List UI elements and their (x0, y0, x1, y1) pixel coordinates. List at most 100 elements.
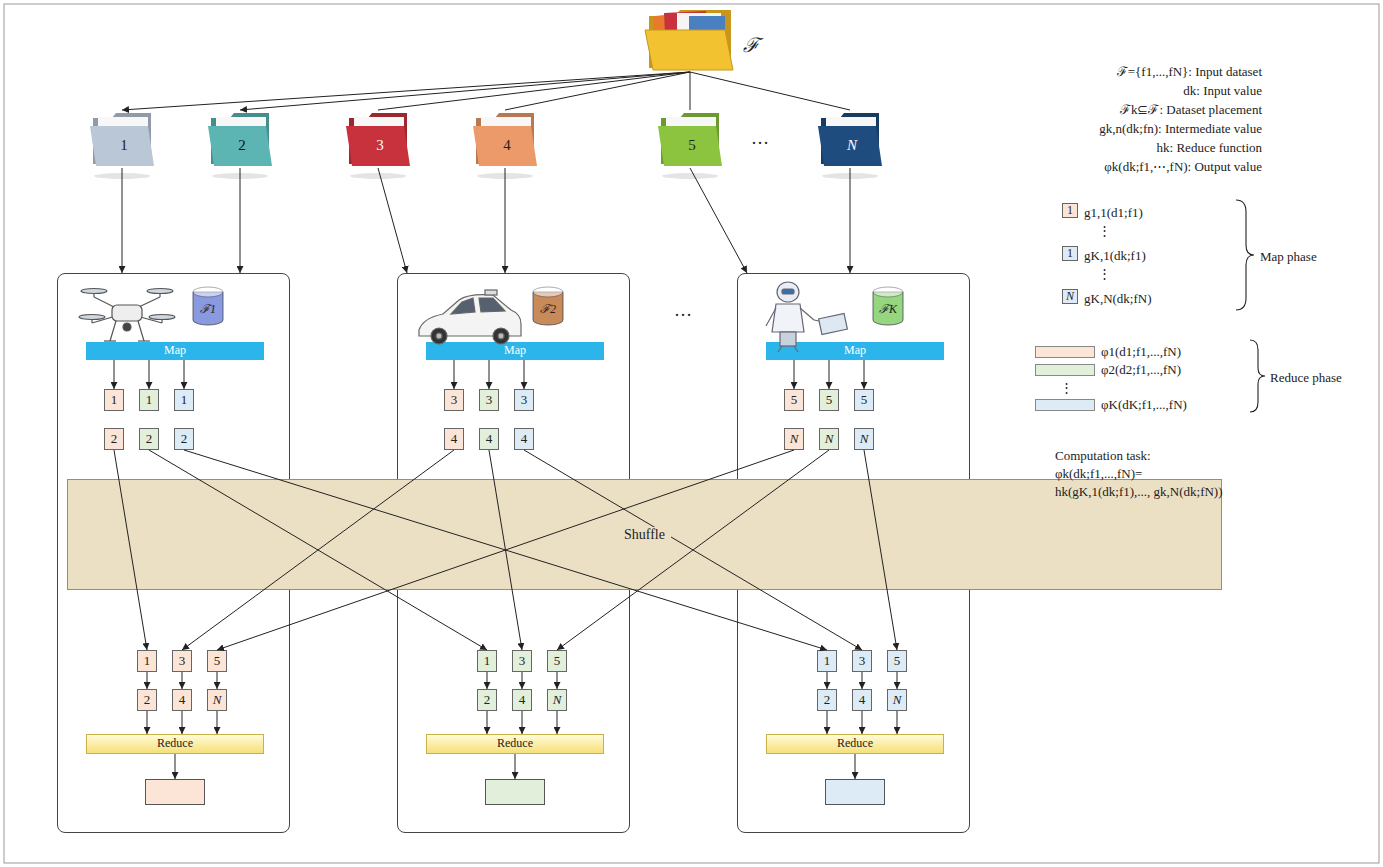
connector (122, 168, 123, 273)
label-box: gk,n(dk;fn): Intermediate value (1099, 119, 1262, 137)
connector (182, 450, 454, 650)
label-box: Computation task: (1055, 446, 1151, 464)
connector (690, 72, 850, 110)
value-box: 4 (172, 689, 192, 711)
ellipsis: … (674, 300, 692, 320)
dataset-cylinder: ℱK (872, 286, 904, 326)
connector (217, 711, 218, 734)
connector (827, 711, 828, 734)
annotation-text: hk: Reduce function (1157, 140, 1262, 155)
value-box: 5 (207, 650, 227, 672)
node-label: 2 (146, 432, 153, 446)
legend-swatch (1035, 364, 1095, 376)
annotation-text: ⋮ (1098, 266, 1111, 281)
legend-swatch (1035, 399, 1095, 411)
node-label: 5 (861, 393, 868, 407)
connector (897, 711, 898, 734)
connector (864, 450, 897, 650)
connector (217, 450, 794, 650)
value-box: 1 (139, 389, 159, 411)
value-box: 2 (137, 689, 157, 711)
connector (184, 360, 185, 389)
map-bar: Map (86, 342, 264, 360)
value-box: 5 (887, 650, 907, 672)
value-box: 5 (547, 650, 567, 672)
value-box: 4 (512, 689, 532, 711)
connector (184, 450, 827, 650)
connector (557, 450, 829, 650)
node-label: 1 (144, 654, 151, 668)
node-label: 4 (521, 432, 528, 446)
legend-row: φ2(d2;f1,...,fN) (1035, 362, 1181, 378)
connector (557, 711, 558, 734)
output-box (825, 779, 885, 805)
node-label: 5 (894, 654, 901, 668)
dataset-folder: ℱ (645, 6, 735, 72)
reduce-bar: Reduce (426, 734, 604, 754)
node-label: 2 (181, 432, 188, 446)
connector (378, 168, 407, 273)
connector (522, 672, 523, 689)
connector (149, 450, 487, 650)
node-label: N (553, 693, 562, 707)
annotation-text: dk: Input value (1183, 83, 1262, 98)
value-box: 1 (817, 650, 837, 672)
connector (827, 672, 828, 689)
connector (487, 711, 488, 734)
value-box: 3 (514, 389, 534, 411)
annotation-text: g1,1(d1;f1) (1084, 205, 1143, 220)
label-box: ⋮ (1060, 378, 1073, 396)
connector (182, 711, 183, 734)
file-folder: N (818, 110, 882, 168)
file-folder: 5 (658, 110, 722, 168)
value-box: 4 (514, 428, 534, 450)
legend-text: φ2(d2;f1,...,fN) (1101, 362, 1181, 378)
label-box: dk: Input value (1183, 81, 1262, 99)
value-box: N (207, 689, 227, 711)
label-box: … (674, 300, 692, 322)
file-folder: 4 (473, 110, 537, 168)
connector (505, 72, 690, 110)
connector (505, 168, 506, 273)
value-box: N (854, 428, 874, 450)
label-box: ⋮ (1098, 264, 1111, 282)
connector (114, 450, 147, 650)
node-label: 2 (824, 693, 831, 707)
node-label: 3 (451, 393, 458, 407)
value-box: 3 (172, 650, 192, 672)
node-label: 1 (120, 137, 128, 154)
shuffle-label: Shuffle (618, 527, 671, 542)
node-label: 1 (1067, 247, 1073, 260)
connector (175, 754, 176, 779)
annotation-text: hk(gK,1(dk;f1),..., gk,N(dk;fN)) (1055, 484, 1223, 499)
dataset-cylinder: ℱ2 (532, 286, 564, 326)
dataset-cylinder: ℱ1 (192, 286, 224, 326)
value-box: 4 (444, 428, 464, 450)
annotation-text: ℱ={f1,...,fN}: Input dataset (1117, 64, 1262, 79)
node-label: 2 (111, 432, 118, 446)
legend-swatch (1035, 346, 1095, 358)
node-label: ℱK (879, 303, 897, 316)
connector (487, 672, 488, 689)
label-box: gK,1(dk;f1) (1084, 246, 1146, 264)
file-folder: 1 (90, 110, 154, 168)
value-box: 1 (174, 389, 194, 411)
label-box: φk(dk;f1,...,fN)= (1055, 464, 1142, 482)
value-box: 2 (817, 689, 837, 711)
map-bar: Map (426, 342, 604, 360)
connector (850, 168, 851, 273)
output-box (145, 779, 205, 805)
connector (122, 72, 690, 110)
connector (114, 360, 115, 389)
value-box: 3 (512, 650, 532, 672)
connector (240, 72, 690, 110)
reduce-bar: Reduce (766, 734, 944, 754)
value-box: N (819, 428, 839, 450)
annotation-text: Computation task: (1055, 448, 1151, 463)
annotation-text: φk(dk;f1,⋯,fN): Output value (1104, 159, 1262, 174)
label-box: ⋮ (1098, 221, 1111, 239)
node-label: 5 (554, 654, 561, 668)
node-label: 1 (1067, 204, 1073, 217)
node-label: N (860, 432, 869, 446)
